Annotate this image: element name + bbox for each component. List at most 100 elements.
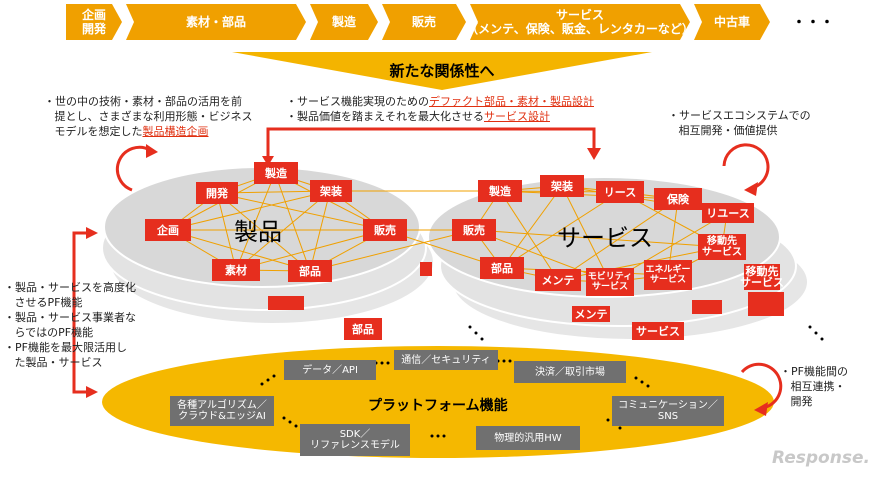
cycle-arrowhead-product bbox=[146, 144, 158, 158]
node-label: 製造 bbox=[265, 166, 287, 180]
chain-step-used-car: 中古車 bbox=[694, 4, 770, 40]
note-text: サービス機能実現のための bbox=[297, 95, 429, 108]
node-label: リユース bbox=[706, 206, 750, 220]
pf-item-label: 物理的汎用HW bbox=[494, 432, 562, 444]
note-text: 製品・サービスを高度化 bbox=[15, 281, 136, 294]
note-text: らではのPF機能 bbox=[14, 326, 94, 339]
back-node-label: サービス bbox=[636, 324, 680, 338]
note-link: サービス設計 bbox=[484, 110, 550, 123]
service-back-node-maintenance: メンテ bbox=[572, 306, 610, 322]
chain-label: 販売 bbox=[411, 15, 436, 29]
pf-item-label: 各種アルゴリズム／ クラウド&エッジAI bbox=[177, 400, 267, 422]
pf-item-label: 決済／取引市場 bbox=[535, 366, 605, 378]
node-label: 保険 bbox=[667, 192, 689, 206]
node-label: 部品 bbox=[491, 261, 513, 275]
product-back-node bbox=[420, 262, 432, 276]
pf-item-sns: コミュニケーション／ SNS bbox=[612, 396, 724, 426]
node-label: 素材 bbox=[225, 263, 247, 277]
pf-item-label: SDK／ リファレンスモデル bbox=[310, 429, 400, 451]
note-link: デファクト部品・素材・製品設計 bbox=[429, 95, 594, 108]
cycle-arrowhead-service bbox=[744, 182, 758, 196]
service-back-node-destination: 移動先 サービス bbox=[740, 264, 784, 290]
node-label: 企画 bbox=[157, 223, 179, 237]
node-label: 製造 bbox=[489, 184, 511, 198]
service-back-node bbox=[692, 300, 722, 314]
note-right: ・PF機能間の 相互連携・ 開発 bbox=[780, 365, 848, 408]
service-back-node bbox=[748, 292, 784, 316]
note-text: 製品・サービス事業者な bbox=[15, 311, 136, 324]
pf-item-sdk: SDK／ リファレンスモデル bbox=[300, 424, 410, 456]
cycle-arrow-platform bbox=[740, 362, 783, 410]
product-node-parts: 部品 bbox=[288, 260, 332, 282]
back-node-label: 移動先 サービス bbox=[740, 265, 784, 289]
chain-step-sales: 販売 bbox=[382, 4, 466, 40]
product-node-bodywork: 架装 bbox=[310, 180, 352, 202]
note-text: サービスエコシステムでの bbox=[679, 109, 811, 122]
product-node-development: 開発 bbox=[196, 182, 238, 204]
service-label: サービス bbox=[557, 224, 653, 252]
center-arrow-head-left bbox=[262, 156, 274, 166]
center-arrow-head-right bbox=[587, 148, 601, 160]
note-text: 提とし、さまざまな利用形態・ビジネス bbox=[54, 110, 253, 123]
service-node-parts: 部品 bbox=[480, 257, 524, 279]
service-node-lease: リース bbox=[596, 181, 644, 203]
note-top-center: ・サービス機能実現のためのデファクト部品・素材・製品設計 ・製品価値を踏まえそれ… bbox=[286, 95, 594, 123]
note-text: た製品・サービス bbox=[14, 356, 103, 369]
service-node-insurance: 保険 bbox=[654, 188, 702, 210]
product-node-manufacturing: 製造 bbox=[254, 162, 298, 184]
service-node-manufacturing: 製造 bbox=[478, 180, 522, 202]
note-text: 製品価値を踏まえそれを最大化させる bbox=[297, 110, 484, 123]
pf-item-label: コミュニケーション／ SNS bbox=[618, 400, 718, 422]
chain-label: 製造 bbox=[331, 15, 356, 29]
pf-item-label: データ／API bbox=[302, 364, 358, 376]
note-text: PF機能を最大限活用し bbox=[15, 341, 127, 354]
chain-label: 素材・部品 bbox=[185, 15, 246, 29]
product-label: 製品 bbox=[234, 218, 282, 246]
chain-step-materials: 素材・部品 bbox=[126, 4, 306, 40]
service-node-reuse: リユース bbox=[702, 203, 754, 223]
node-label: モビリティ サービス bbox=[587, 272, 633, 292]
service-node-bodywork: 架装 bbox=[540, 175, 584, 197]
product-node-planning: 企画 bbox=[145, 219, 191, 241]
service-back-node-service: サービス bbox=[632, 322, 684, 340]
chain-label: 企画 開発 bbox=[81, 8, 106, 36]
chain-label: サービス （メンテ、保険、販金、レンタカーなど） bbox=[466, 8, 694, 36]
note-text: 相互連携・ bbox=[790, 380, 846, 393]
back-node-label: メンテ bbox=[574, 307, 608, 321]
service-node-destination: 移動先 サービス bbox=[698, 234, 746, 260]
chain-step-plan: 企画 開発 bbox=[66, 4, 122, 40]
note-link: 製品構造企画 bbox=[142, 125, 209, 138]
product-node-materials: 素材 bbox=[212, 259, 260, 281]
left-arrow-head-top bbox=[86, 227, 98, 239]
product-node-sales: 販売 bbox=[363, 219, 407, 241]
cycle-arrow-product bbox=[115, 145, 151, 192]
pf-item-label: 通信／セキュリティ bbox=[401, 354, 491, 366]
pf-item-communication-security: 通信／セキュリティ bbox=[394, 350, 498, 370]
node-label: 移動先 サービス bbox=[702, 236, 742, 258]
chain-label: 中古車 bbox=[713, 15, 750, 29]
watermark: Response. bbox=[772, 448, 870, 468]
service-node-energy: エネルギー サービス bbox=[644, 260, 692, 290]
product-back-node-parts: 部品 bbox=[344, 318, 382, 340]
pf-item-data-api: データ／API bbox=[284, 360, 376, 380]
note-text: 世の中の技術・素材・部品の活用を前 bbox=[55, 95, 242, 108]
back-node-label: 部品 bbox=[352, 322, 374, 336]
note-text: 開発 bbox=[790, 395, 813, 408]
chain-step-service: サービス （メンテ、保険、販金、レンタカーなど） bbox=[470, 4, 690, 40]
service-node-maintenance: メンテ bbox=[535, 269, 581, 291]
note-text: させるPF機能 bbox=[14, 296, 83, 309]
note-left: ・製品・サービスを高度化 させるPF機能 ・製品・サービス事業者な らではのPF… bbox=[4, 281, 136, 369]
chain-more: ・・・ bbox=[792, 15, 834, 31]
left-arrow-head-bottom bbox=[86, 386, 98, 398]
chain-step-manufacturing: 製造 bbox=[310, 4, 378, 40]
node-label: メンテ bbox=[541, 273, 575, 287]
pf-item-payment-market: 決済／取引市場 bbox=[514, 361, 626, 383]
service-node-mobility: モビリティ サービス bbox=[586, 268, 634, 296]
product-back-node bbox=[268, 296, 304, 310]
note-top-left: ・世の中の技術・素材・部品の活用を前 提とし、さまざまな利用形態・ビジネス モデ… bbox=[44, 95, 253, 138]
node-label: リース bbox=[603, 185, 637, 199]
platform-title: プラットフォーム機能 bbox=[368, 398, 508, 414]
pf-item-algorithms-ai: 各種アルゴリズム／ クラウド&エッジAI bbox=[170, 396, 274, 426]
center-bracket-arrow bbox=[266, 127, 596, 158]
left-bracket-arrow bbox=[72, 231, 88, 394]
